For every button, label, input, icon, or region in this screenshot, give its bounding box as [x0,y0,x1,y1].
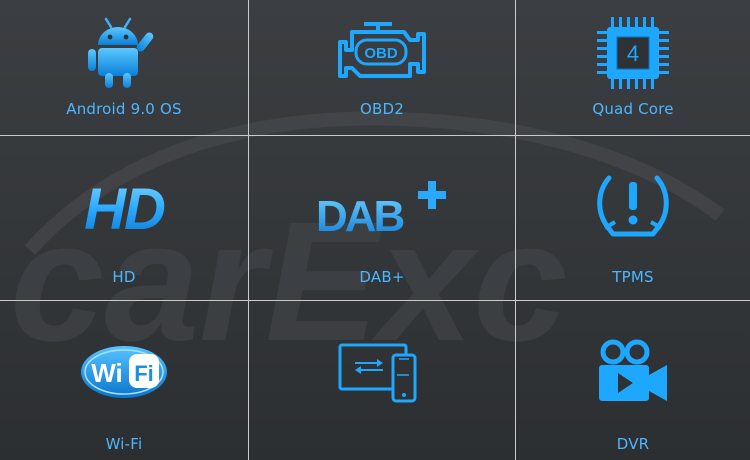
svg-text:Wi: Wi [91,358,123,388]
feature-mirror-link [249,301,516,460]
feature-dab: DAB DAB+ [249,136,516,301]
svg-text:4: 4 [627,41,639,66]
feature-label: Quad Core [592,100,674,118]
feature-label: TPMS [612,268,654,286]
video-camera-icon [599,339,667,401]
svg-text:OBD: OBD [364,45,398,62]
feature-label: HD [112,268,136,286]
feature-wifi: Wi Fi Wi-Fi [0,301,249,460]
feature-label: Wi-Fi [105,435,143,453]
android-icon [88,17,154,88]
screen-mirroring-icon [338,343,417,403]
feature-tpms: TPMS [516,136,750,301]
hd-icon: HD [84,177,167,237]
tire-pressure-icon [597,175,669,237]
feature-label: OBD2 [360,100,404,118]
feature-quad-core: 4 Quad Core [516,0,750,136]
svg-text:Fi: Fi [134,361,154,386]
feature-obd2: OBD OBD2 [249,0,516,136]
feature-android: Android 9.0 OS [0,0,249,136]
wifi-logo-icon: Wi Fi [81,346,167,398]
svg-text:DAB: DAB [316,192,404,237]
feature-dvr: DVR [516,301,750,460]
dab-plus-icon: DAB [316,181,446,237]
feature-label: DAB+ [359,268,405,286]
feature-hd: HD HD [0,136,249,301]
feature-label: DVR [616,435,650,453]
cpu-chip-icon: 4 [597,17,669,89]
feature-label: Android 9.0 OS [66,100,182,118]
obd-engine-icon: OBD [338,22,426,78]
svg-text:HD: HD [84,177,165,237]
